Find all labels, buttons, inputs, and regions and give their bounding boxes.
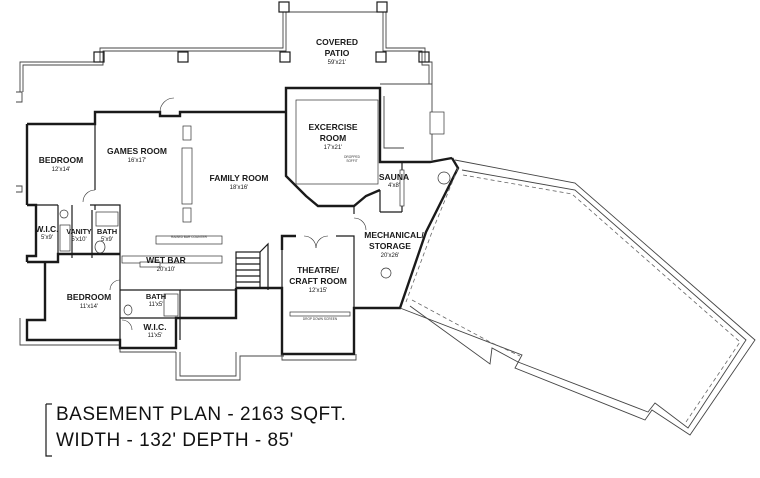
- svg-text:4'x8': 4'x8': [388, 183, 400, 189]
- svg-text:16'x17': 16'x17': [128, 158, 147, 164]
- room-label-wic-2: W.I.C. 11'x5': [143, 322, 166, 339]
- svg-text:MECHANICAL/: MECHANICAL/: [364, 230, 424, 240]
- svg-text:STORAGE: STORAGE: [369, 241, 411, 251]
- fixture-labels: DROPPED SOFFIT RAISED BAR COUNTER DROP D…: [171, 155, 361, 321]
- svg-text:WET BAR: WET BAR: [146, 255, 186, 265]
- svg-text:18'x16': 18'x16': [230, 185, 249, 191]
- svg-text:5'x9': 5'x9': [101, 237, 113, 243]
- svg-text:5'x10': 5'x10': [71, 237, 86, 243]
- svg-text:W.I.C.: W.I.C.: [143, 322, 166, 332]
- room-label-bedroom-2: BEDROOM 11'x14': [67, 292, 111, 310]
- room-label-theatre: THEATRE/ CRAFT ROOM 12'x15': [289, 265, 347, 294]
- svg-text:THEATRE/: THEATRE/: [297, 265, 340, 275]
- svg-text:SAUNA: SAUNA: [379, 172, 409, 182]
- room-label-covered-patio: COVERED PATIO 59'x21': [316, 37, 358, 66]
- room-label-vanity: VANITY 5'x10': [66, 229, 91, 243]
- garage-foundation-outline: [399, 159, 756, 436]
- room-label-mechanical: MECHANICAL/ STORAGE 20'x26': [364, 230, 424, 259]
- room-label-wet-bar: WET BAR 20'x10': [146, 255, 186, 273]
- room-label-family: FAMILY ROOM 18'x16': [209, 173, 268, 191]
- svg-text:PATIO: PATIO: [325, 48, 350, 58]
- room-label-excercise: EXCERCISE ROOM 17'x21': [308, 122, 357, 151]
- room-label-bedroom-1: BEDROOM 12'x14': [39, 155, 83, 173]
- svg-text:59'x21': 59'x21': [328, 60, 347, 66]
- svg-text:EXCERCISE: EXCERCISE: [308, 122, 357, 132]
- svg-text:FAMILY ROOM: FAMILY ROOM: [209, 173, 268, 183]
- svg-text:DROP DOWN SCREEN: DROP DOWN SCREEN: [303, 317, 338, 321]
- svg-text:COVERED: COVERED: [316, 37, 358, 47]
- svg-text:VANITY: VANITY: [66, 229, 91, 236]
- svg-text:11'x14': 11'x14': [80, 304, 98, 310]
- svg-text:DROPPED: DROPPED: [344, 155, 360, 159]
- svg-text:20'x10': 20'x10': [157, 267, 176, 273]
- svg-text:CRAFT ROOM: CRAFT ROOM: [289, 276, 347, 286]
- exercise-side-box: [380, 83, 445, 160]
- svg-text:BEDROOM: BEDROOM: [67, 292, 111, 302]
- svg-text:5'x9': 5'x9': [41, 235, 53, 241]
- svg-text:BATH: BATH: [146, 292, 166, 301]
- svg-text:ROOM: ROOM: [320, 133, 346, 143]
- room-label-bath-2: BATH 11'x5': [146, 292, 166, 308]
- svg-text:GAMES ROOM: GAMES ROOM: [107, 146, 167, 156]
- svg-text:BEDROOM: BEDROOM: [39, 155, 83, 165]
- svg-text:12'x15': 12'x15': [309, 288, 328, 294]
- svg-text:11'x5': 11'x5': [149, 302, 164, 308]
- svg-text:11'x5': 11'x5': [148, 333, 163, 339]
- covered-patio-outline: [19, 11, 433, 92]
- room-label-wic-1: W.I.C. 5'x9': [35, 224, 58, 241]
- svg-text:17'x21': 17'x21': [324, 145, 343, 151]
- svg-text:W.I.C.: W.I.C.: [35, 224, 58, 234]
- svg-text:SOFFIT: SOFFIT: [346, 159, 357, 163]
- room-label-games: GAMES ROOM 16'x17': [107, 146, 167, 164]
- patio-posts: [93, 1, 430, 63]
- title-line-1: BASEMENT PLAN - 2163 SQFT.: [56, 404, 346, 425]
- svg-text:RAISED BAR COUNTER: RAISED BAR COUNTER: [171, 235, 208, 239]
- title-line-2: WIDTH - 132' DEPTH - 85': [56, 430, 294, 451]
- doors: [82, 97, 367, 331]
- svg-text:12'x14': 12'x14': [52, 167, 71, 173]
- room-label-bath-1: BATH 5'x9': [97, 227, 117, 243]
- svg-text:BATH: BATH: [97, 227, 117, 236]
- lower-bumpouts: [175, 352, 357, 381]
- svg-text:20'x26': 20'x26': [381, 253, 400, 259]
- room-label-sauna: SAUNA 4'x8': [379, 172, 409, 189]
- fixtures: [59, 99, 451, 317]
- title-block: BASEMENT PLAN - 2163 SQFT. WIDTH - 132' …: [45, 403, 346, 457]
